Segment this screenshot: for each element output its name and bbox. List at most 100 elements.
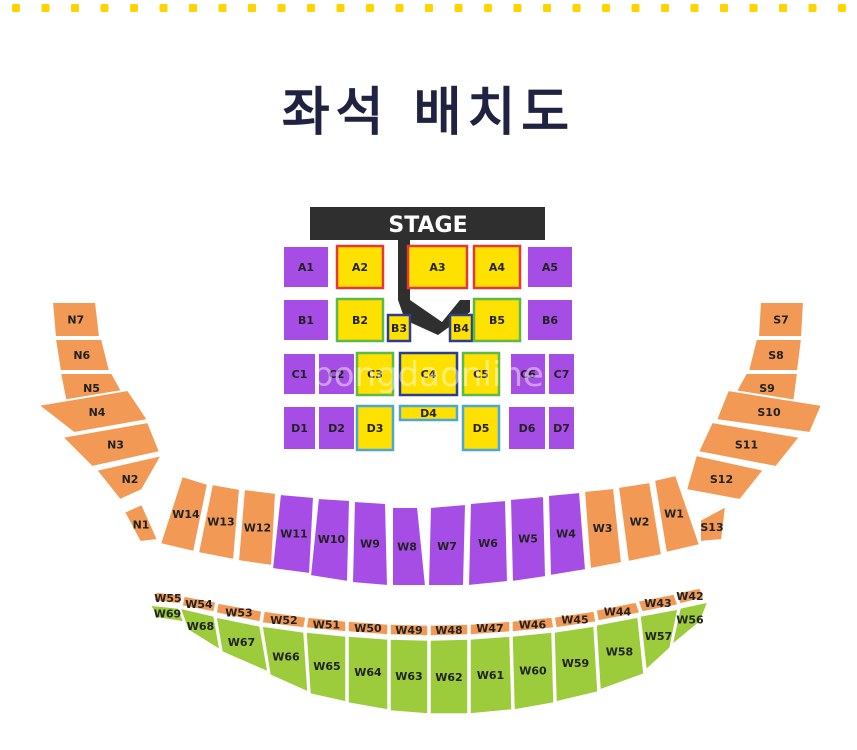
section-w3[interactable]: W3	[582, 486, 624, 571]
section-w66[interactable]: W66	[261, 625, 309, 694]
section-w59[interactable]: W59	[553, 625, 599, 703]
section-w4[interactable]: W4	[546, 490, 588, 578]
section-w69[interactable]: W69	[148, 604, 186, 623]
section-w53[interactable]: W53	[215, 602, 263, 623]
section-w1[interactable]: W1	[652, 473, 702, 555]
section-s10[interactable]: S10	[714, 388, 824, 435]
section-w10[interactable]: W10	[308, 496, 352, 584]
section-d6[interactable]: D6	[507, 405, 547, 451]
section-w61[interactable]: W61	[469, 635, 513, 715]
section-w51[interactable]: W51	[305, 616, 347, 633]
section-w52[interactable]: W52	[261, 610, 307, 629]
section-w7-label: W7	[437, 540, 457, 553]
section-a4[interactable]: A4	[472, 244, 522, 290]
section-s9-label: S9	[759, 382, 775, 395]
section-w53-shape	[215, 602, 263, 623]
section-w12[interactable]: W12	[236, 487, 278, 568]
page-title: 좌석 배치도	[281, 83, 576, 143]
section-d3-shape	[355, 404, 395, 452]
section-w47[interactable]: W47	[469, 620, 511, 636]
section-w46[interactable]: W46	[511, 616, 555, 633]
section-w42[interactable]: W42	[674, 587, 706, 605]
section-d7[interactable]: D7	[547, 405, 576, 451]
section-w5[interactable]: W5	[508, 494, 548, 584]
section-c1[interactable]: C1	[282, 352, 317, 396]
section-s11-label: S11	[735, 439, 758, 452]
section-w58[interactable]: W58	[595, 616, 645, 692]
section-s7[interactable]: S7	[756, 301, 806, 338]
section-n2[interactable]: N2	[94, 453, 164, 502]
section-s8[interactable]: S8	[746, 338, 804, 372]
section-n6[interactable]: N6	[53, 338, 112, 372]
section-c4[interactable]: C4	[398, 351, 459, 397]
section-n4[interactable]: N4	[35, 388, 150, 435]
section-d2[interactable]: D2	[317, 405, 356, 451]
section-a1[interactable]: A1	[282, 245, 330, 289]
section-c7[interactable]: C7	[547, 352, 576, 396]
section-w12-label: W12	[244, 521, 271, 534]
section-w54[interactable]: W54	[181, 595, 217, 613]
section-b2[interactable]: B2	[335, 297, 385, 343]
section-n1[interactable]: N1	[122, 502, 160, 544]
section-w5-shape	[508, 494, 548, 584]
section-d5[interactable]: D5	[461, 404, 501, 452]
section-w50[interactable]: W50	[347, 620, 389, 636]
section-w48[interactable]: W48	[429, 623, 469, 637]
section-w43[interactable]: W43	[636, 593, 680, 613]
section-w8[interactable]: W8	[391, 506, 428, 587]
section-s13[interactable]: S13	[699, 504, 728, 544]
section-a3[interactable]: A3	[406, 244, 469, 290]
section-n3[interactable]: N3	[59, 420, 162, 469]
section-d4[interactable]: D4	[398, 404, 459, 422]
section-s12[interactable]: S12	[684, 453, 766, 502]
section-w57[interactable]: W57	[639, 608, 679, 672]
section-w64[interactable]: W64	[347, 635, 389, 711]
section-c2-label: C2	[329, 368, 345, 381]
border-dot	[838, 4, 846, 12]
section-c6[interactable]: C6	[509, 352, 547, 396]
section-w7[interactable]: W7	[426, 502, 468, 587]
section-w55[interactable]: W55	[153, 591, 183, 605]
section-s13-label: S13	[700, 521, 723, 534]
section-w47-label: W47	[476, 622, 503, 635]
section-c2[interactable]: C2	[317, 352, 356, 396]
section-w49-label: W49	[395, 624, 422, 637]
section-b5[interactable]: B5	[472, 297, 522, 343]
section-w44[interactable]: W44	[595, 601, 642, 622]
section-n7[interactable]: N7	[50, 301, 102, 338]
section-d3[interactable]: D3	[355, 404, 395, 452]
section-d1[interactable]: D1	[282, 405, 317, 451]
border-dot	[425, 4, 433, 12]
section-w9[interactable]: W9	[350, 499, 390, 588]
section-a5[interactable]: A5	[526, 245, 574, 289]
section-w65-label: W65	[313, 660, 340, 673]
section-b3[interactable]: B3	[386, 313, 412, 343]
section-w14[interactable]: W14	[158, 474, 210, 554]
section-w10-shape	[308, 496, 352, 584]
section-d6-label: D6	[519, 422, 536, 435]
section-w6[interactable]: W6	[466, 498, 510, 588]
section-w67[interactable]: W67	[215, 616, 269, 674]
section-b4-shape	[448, 313, 474, 343]
section-b4[interactable]: B4	[448, 313, 474, 343]
section-b1[interactable]: B1	[282, 298, 330, 342]
section-s11[interactable]: S11	[696, 420, 802, 469]
section-w3-shape	[582, 486, 624, 571]
section-w2[interactable]: W2	[616, 480, 664, 564]
section-w63[interactable]: W63	[389, 638, 429, 715]
section-c3[interactable]: C3	[355, 351, 395, 397]
section-w65[interactable]: W65	[305, 631, 347, 703]
section-w11[interactable]: W11	[270, 492, 316, 576]
section-c5[interactable]: C5	[461, 351, 501, 397]
section-w13[interactable]: W13	[196, 482, 242, 562]
section-w56[interactable]: W56	[670, 600, 710, 647]
section-w68[interactable]: W68	[178, 606, 222, 652]
section-w60[interactable]: W60	[511, 631, 555, 711]
section-w49[interactable]: W49	[389, 623, 429, 637]
section-w62[interactable]: W62	[429, 638, 469, 715]
section-b3-label: B3	[391, 322, 407, 335]
section-w45[interactable]: W45	[553, 610, 597, 629]
section-a2[interactable]: A2	[335, 244, 385, 290]
section-b6[interactable]: B6	[526, 298, 574, 342]
